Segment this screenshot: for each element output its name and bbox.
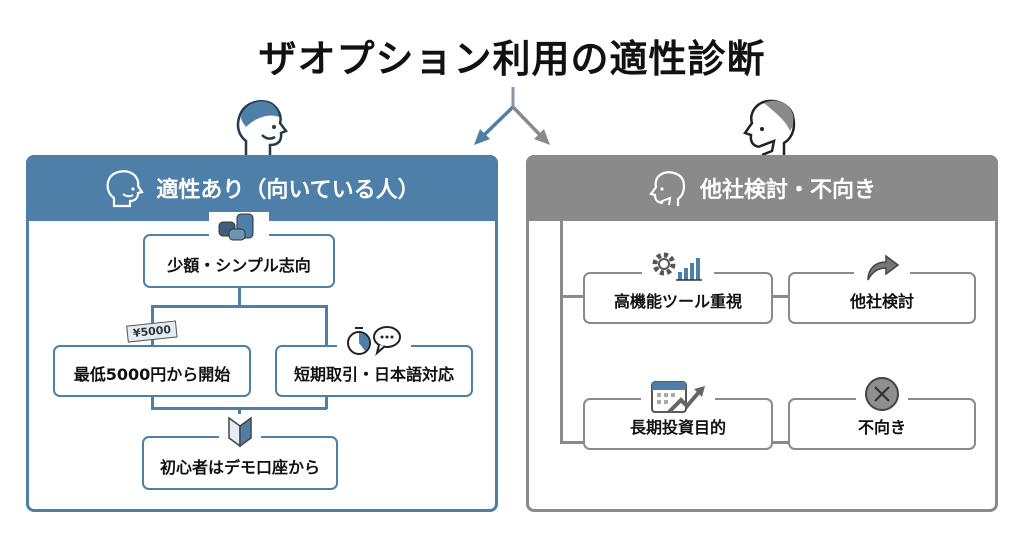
banknote-icon: ¥5000 <box>118 320 186 343</box>
split-arrow-icon <box>474 87 550 145</box>
node-consider-other: 他社検討 <box>788 250 976 324</box>
gear-chart-icon <box>642 250 714 282</box>
smiling-person-icon <box>106 170 145 208</box>
node-small-simple: 少額・シンプル志向 <box>143 212 335 288</box>
node-not-suitable: 不向き <box>788 376 976 450</box>
x-circle-icon <box>856 376 908 412</box>
thinking-person-icon <box>743 99 796 157</box>
node-short-term: 短期取引・日本語対応 <box>275 323 473 397</box>
unsuitable-panel: 他社検討・不向き 高機能ツール重視 他社検討 <box>526 155 998 512</box>
calendar-growth-icon <box>641 376 715 414</box>
beginner-mark-icon <box>219 414 261 448</box>
suitable-panel-header: 適性あり（向いている人） <box>26 155 498 221</box>
node-min-5000: ¥5000 最低5000円から開始 <box>53 320 251 397</box>
suitable-panel: 適性あり（向いている人） 少額・シンプル志向 ¥5000 最低5000円から開始 <box>26 155 498 512</box>
node-long-term-investment: 長期投資目的 <box>583 376 773 450</box>
forward-arrow-icon <box>854 250 910 282</box>
node-beginner-demo: 初心者はデモ口座から <box>142 414 338 490</box>
page-title: ザオプション利用の適性診断 <box>258 37 766 81</box>
coins-icon <box>209 212 269 242</box>
node-high-function-tools: 高機能ツール重視 <box>583 250 773 324</box>
unsuitable-panel-header: 他社検討・不向き <box>526 155 998 221</box>
suitable-panel-title: 適性あり（向いている人） <box>156 178 420 203</box>
thinking-person-icon <box>649 171 685 206</box>
smiling-person-icon <box>236 100 288 155</box>
stopwatch-chat-icon <box>337 323 411 357</box>
unsuitable-panel-title: 他社検討・不向き <box>699 178 876 203</box>
